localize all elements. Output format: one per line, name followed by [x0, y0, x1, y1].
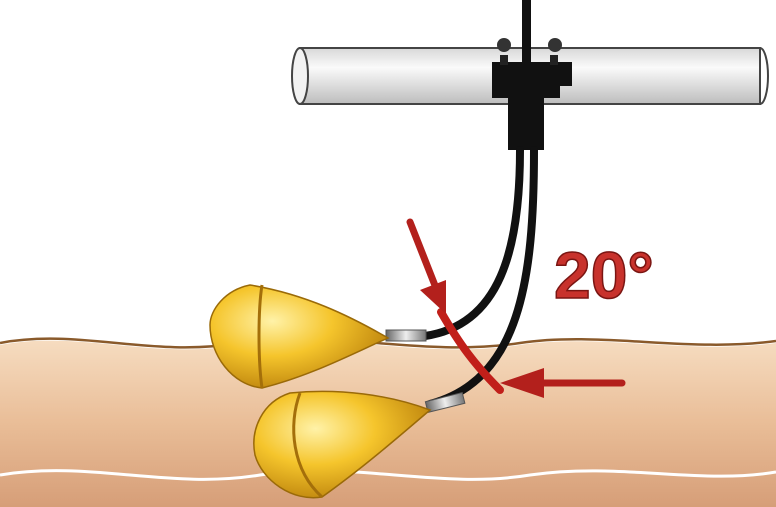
cable-tilted-float: [425, 150, 520, 336]
bolt-left: [497, 38, 511, 52]
bolt-right: [548, 38, 562, 52]
angle-label: 20°: [554, 238, 654, 312]
cable-top: [522, 0, 531, 62]
arrow-down-icon: [410, 222, 446, 314]
